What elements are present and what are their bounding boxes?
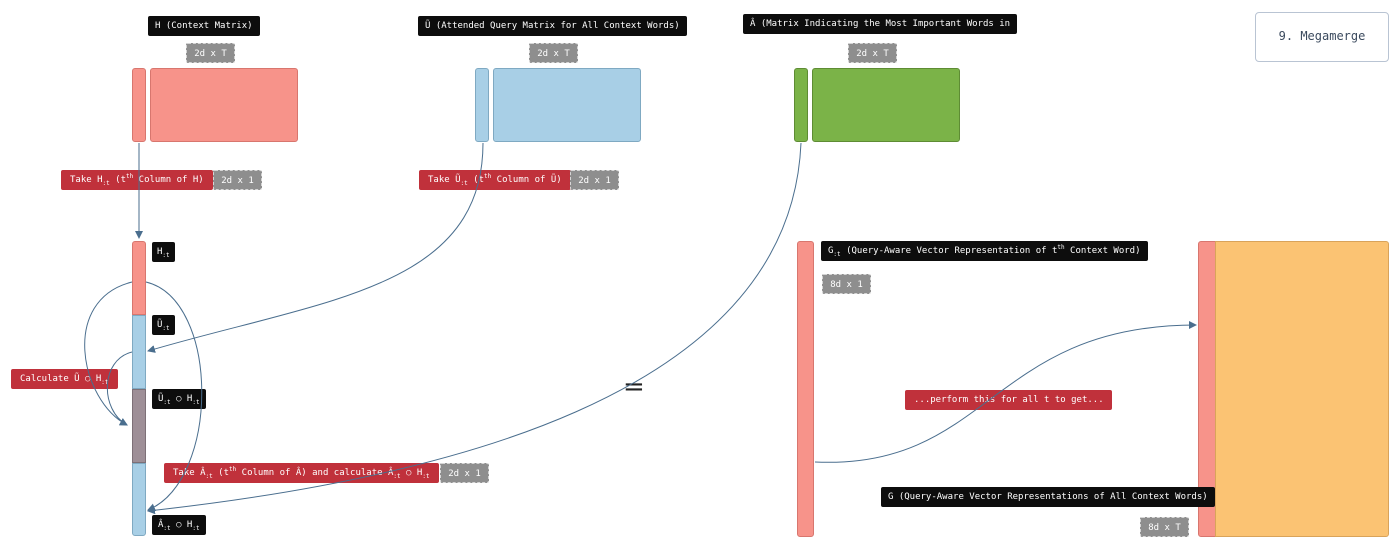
g-matrix-block <box>1215 241 1389 537</box>
stack-ah-label: Â:t ○ H:t <box>152 515 206 535</box>
perform-all-t-label: ...perform this for all t to get... <box>905 390 1112 410</box>
h-matrix-dim: 2d x T <box>186 43 235 63</box>
arrow-h-to-ah <box>145 281 203 511</box>
g-column-label: G:t (Query-Aware Vector Representation o… <box>821 241 1148 261</box>
stack-uh-segment <box>132 389 146 463</box>
take-a-column-label: Take Â:t (tth Column of Â) and calculate… <box>164 463 439 483</box>
stack-ah-segment <box>132 463 146 536</box>
stack-u-segment <box>132 315 146 389</box>
arrow-u-loop <box>106 351 133 426</box>
h-matrix-block <box>150 68 298 142</box>
a-column-block <box>794 68 808 142</box>
diagram-title: 9. Megamerge <box>1255 12 1389 62</box>
arrow-h-loop <box>84 281 133 426</box>
arrow-g-column-to-g <box>814 321 1197 463</box>
h-matrix-label: H (Context Matrix) <box>148 16 260 36</box>
u-matrix-block <box>493 68 641 142</box>
u-matrix-dim: 2d x T <box>529 43 578 63</box>
h-column-block <box>132 68 146 142</box>
take-h-column-label: Take H:t (tth Column of H) <box>61 170 213 190</box>
h-column-dim: 2d x 1 <box>213 170 262 190</box>
g-matrix-dim: 8d x T <box>1140 517 1189 537</box>
a-matrix-dim: 2d x T <box>848 43 897 63</box>
arrow-u-to-stack <box>147 142 484 353</box>
u-matrix-label: Ũ (Attended Query Matrix for All Context… <box>418 16 687 36</box>
arrow-a-to-ah <box>147 142 802 515</box>
stack-h-segment <box>132 241 146 315</box>
stack-h-label: H:t <box>152 242 175 262</box>
stack-uh-label: Ũ:t ○ H:t <box>152 389 206 409</box>
u-column-block <box>475 68 489 142</box>
g-column-dim: 8d x 1 <box>822 274 871 294</box>
g-matrix-label: G (Query-Aware Vector Representations of… <box>881 487 1215 507</box>
stack-u-label: Ũ:t <box>152 315 175 335</box>
calculate-uh-label: Calculate Ũ ○ H:t <box>11 369 118 389</box>
a-matrix-block <box>812 68 960 142</box>
a-matrix-label: Â (Matrix Indicating the Most Important … <box>743 14 1018 34</box>
g-column-block <box>797 241 814 537</box>
a-column-dim: 2d x 1 <box>440 463 489 483</box>
u-column-dim: 2d x 1 <box>570 170 619 190</box>
